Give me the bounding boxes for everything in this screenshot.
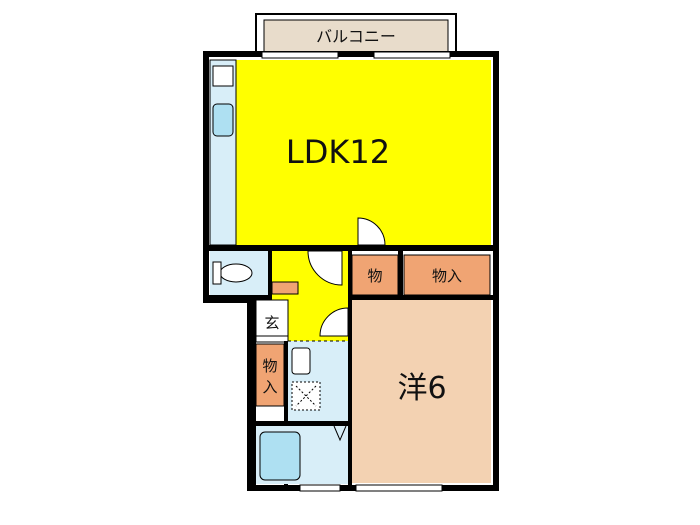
sink-icon xyxy=(212,103,234,137)
stove-icon xyxy=(212,65,234,87)
ldk-south-wall xyxy=(206,245,496,251)
balcony-floor xyxy=(263,19,449,55)
window-ldk-north-left xyxy=(261,51,339,59)
entrance-step xyxy=(255,335,289,343)
entry-closet-label-bottom: 入 xyxy=(262,378,277,396)
toilet-south-wall xyxy=(206,295,272,300)
hallway-shelf xyxy=(271,281,299,295)
window-bath-south xyxy=(299,484,341,492)
window-ldk-north-right xyxy=(373,51,451,59)
storage-south-wall xyxy=(348,295,496,300)
toilet-east-wall xyxy=(268,251,272,299)
kitchen-counter xyxy=(209,59,237,246)
storage-closet xyxy=(403,254,491,296)
window-western-south xyxy=(355,484,443,492)
entrance-label: 玄 xyxy=(264,314,279,332)
door-swing-ldk xyxy=(357,217,386,246)
bath-door-icon xyxy=(333,425,347,442)
door-swing-hall-lower xyxy=(319,307,349,337)
wash-basin-icon xyxy=(291,347,311,375)
toilet-bowl-icon xyxy=(219,263,253,283)
western-room-label: 洋6 xyxy=(397,371,446,406)
ldk-room xyxy=(236,60,491,245)
washing-machine-cross-b xyxy=(295,385,317,407)
closet-east-wall xyxy=(284,341,288,488)
hall-east-wall xyxy=(348,251,352,488)
washroom-south-wall xyxy=(252,421,348,426)
ldk-label: LDK12 xyxy=(286,133,390,171)
toilet-tank-icon xyxy=(212,261,222,285)
lower-west-wall xyxy=(250,296,256,488)
western-room xyxy=(352,300,491,483)
entry-closet-label-top: 物 xyxy=(262,357,277,375)
entry-closet xyxy=(255,343,285,407)
bathtub-icon xyxy=(259,431,301,481)
door-swing-hall-upper xyxy=(307,250,343,286)
washing-machine-cross-a xyxy=(295,385,317,407)
balcony-label: バルコニー xyxy=(316,27,396,46)
storage-small-label: 物 xyxy=(367,267,382,285)
storage-closet-label: 物入 xyxy=(432,267,462,285)
storage-divider xyxy=(398,251,403,295)
